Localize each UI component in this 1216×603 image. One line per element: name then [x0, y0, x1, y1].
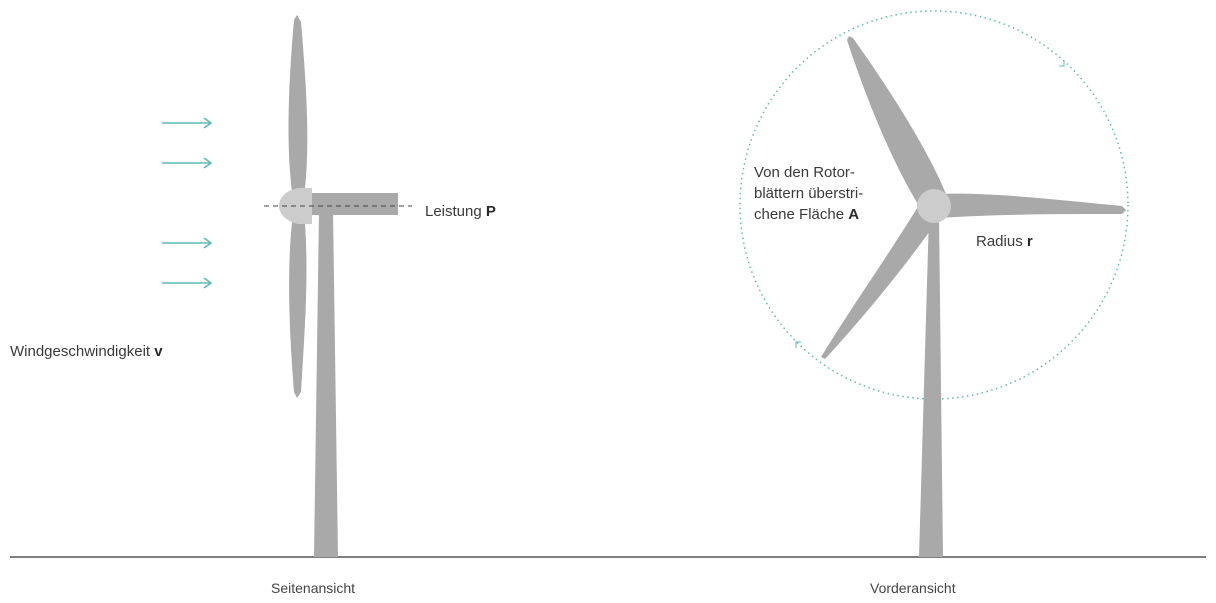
right-arrow-icon	[162, 117, 213, 129]
side-tower	[314, 210, 338, 557]
front-tower	[919, 215, 943, 557]
side-nacelle	[312, 193, 398, 215]
swept-area-circle	[739, 10, 1129, 400]
front-blade-bottom	[821, 200, 942, 359]
front-blade-top	[847, 36, 946, 214]
side-view-turbine	[264, 15, 412, 557]
wind-arrows	[162, 117, 213, 289]
front-view-turbine	[739, 10, 1129, 557]
right-arrow-icon	[162, 277, 213, 289]
side-view-caption: Seitenansicht	[271, 580, 356, 596]
side-blade-upper	[288, 15, 308, 192]
side-blade-lower	[289, 222, 307, 398]
rotation-arrow-icon	[795, 341, 801, 348]
wind-speed-label: Windgeschwindigkeit v	[10, 343, 163, 360]
front-view-caption: Vorderansicht	[870, 580, 956, 596]
power-label: Leistung P	[425, 203, 496, 220]
rotation-arrow-icon	[1059, 60, 1065, 67]
radius-label: Radius r	[976, 233, 1033, 250]
right-arrow-icon	[162, 157, 213, 169]
right-arrow-icon	[162, 237, 213, 249]
front-blade-right	[938, 193, 1126, 218]
front-hub	[917, 189, 951, 223]
swept-area-label: Von den Rotor- blättern überstri- chene …	[754, 164, 864, 223]
